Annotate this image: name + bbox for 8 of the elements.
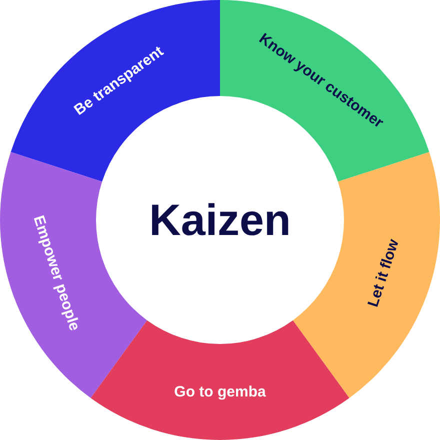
segment-label: Let it flow bbox=[364, 237, 402, 310]
donut-segment bbox=[220, 0, 430, 182]
donut-segment bbox=[0, 152, 148, 398]
donut-segment bbox=[10, 0, 220, 182]
center-title: Kaizen bbox=[149, 196, 291, 245]
donut-segment bbox=[90, 320, 350, 440]
segment-label: Go to gemba bbox=[174, 384, 266, 400]
donut-segment bbox=[292, 152, 440, 398]
